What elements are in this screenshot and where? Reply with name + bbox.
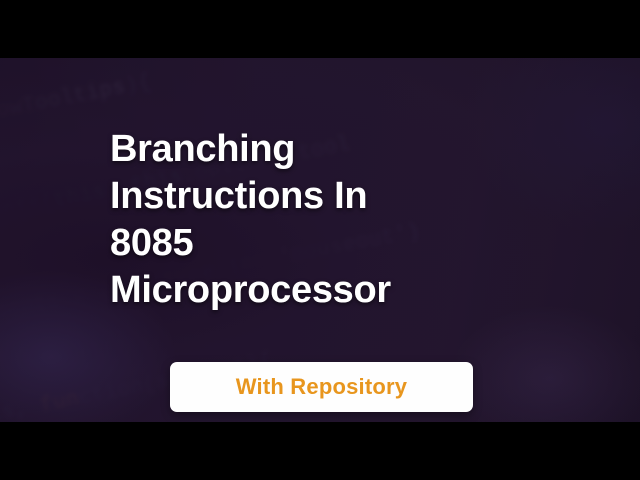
with-repository-button[interactable]: With Repository: [170, 362, 473, 412]
thumbnail-frame: his}); ar (this.options.showTooltips){ h…: [0, 58, 640, 422]
title-line-2: Instructions In: [110, 175, 368, 217]
title-line-3: 8085: [110, 222, 194, 264]
title-line-4: Microprocessor: [110, 269, 391, 311]
letterbox-bar-top: [0, 0, 640, 58]
title-line-1: Branching: [110, 128, 296, 170]
letterbox-bar-bottom: [0, 422, 640, 480]
with-repository-button-label: With Repository: [235, 374, 408, 399]
background-vignette-overlay: [0, 58, 640, 422]
thumbnail-title: Branching Instructions In 8085 Microproc…: [110, 126, 580, 314]
